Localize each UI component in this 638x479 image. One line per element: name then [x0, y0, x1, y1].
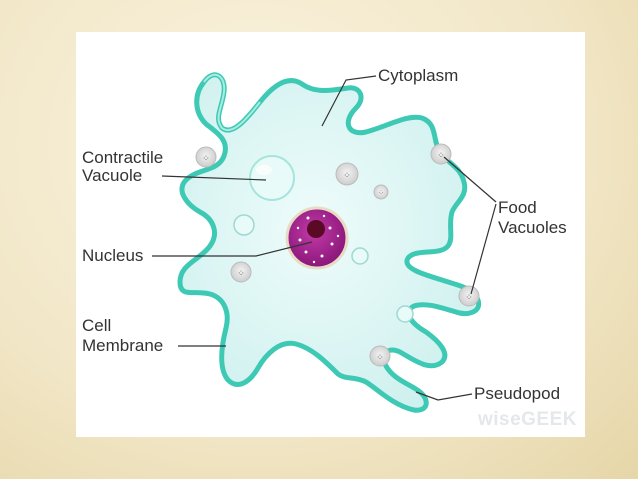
food-vacuole: ⁘	[373, 184, 389, 200]
food-vacuole: ⁘	[230, 261, 252, 283]
leader-food-vacuole-b	[470, 203, 497, 295]
food-vacuole: ⁘	[458, 285, 480, 307]
diagram-panel: ⁘ ⁘ ⁘ ⁘ ⁘ ⁘ ⁘	[76, 32, 585, 437]
svg-text:⁘: ⁘	[343, 171, 351, 181]
svg-text:⁘: ⁘	[465, 293, 473, 303]
label-contractile-vacuole-line1: Contractile	[82, 148, 164, 167]
svg-text:⁘: ⁘	[202, 154, 210, 164]
vesicle	[396, 305, 414, 323]
nucleus-dots	[296, 214, 340, 264]
leader-cytoplasm	[321, 75, 377, 127]
nucleolus	[307, 220, 325, 238]
label-pseudopod: Pseudopod	[474, 384, 561, 403]
label-contractile-vacuole-line2: Vacuole	[82, 166, 143, 185]
label-food-vacuoles-line2: Vacuoles	[498, 218, 567, 237]
membrane-highlight	[203, 73, 261, 131]
brand-watermark: wiseGEEK	[477, 409, 577, 430]
nucleus	[285, 206, 349, 270]
leader-contractile-vacuole	[161, 175, 267, 181]
leader-nucleus	[152, 241, 313, 257]
food-vacuole: ⁘	[335, 162, 359, 186]
label-cell-membrane-line1: Cell	[82, 316, 112, 335]
svg-text:⁘: ⁘	[237, 269, 245, 279]
svg-text:⁘: ⁘	[378, 189, 384, 197]
amoeba-diagram: ⁘ ⁘ ⁘ ⁘ ⁘ ⁘ ⁘	[152, 72, 497, 413]
leader-pseudopod	[415, 391, 473, 401]
label-food-vacuoles-line1: Food	[498, 198, 537, 217]
food-vacuole: ⁘	[369, 345, 391, 367]
leader-food-vacuole-a	[443, 156, 497, 203]
label-cytoplasm: Cytoplasm	[378, 66, 459, 85]
leader-lines	[152, 75, 497, 401]
label-cell-membrane-line2: Membrane	[82, 336, 164, 355]
vesicle	[351, 247, 369, 265]
food-vacuole: ⁘	[195, 146, 217, 168]
label-nucleus: Nucleus	[82, 246, 144, 265]
vesicle	[233, 214, 255, 236]
svg-text:⁘: ⁘	[376, 353, 384, 363]
svg-text:⁘: ⁘	[437, 151, 445, 161]
contractile-vacuole	[249, 155, 295, 201]
